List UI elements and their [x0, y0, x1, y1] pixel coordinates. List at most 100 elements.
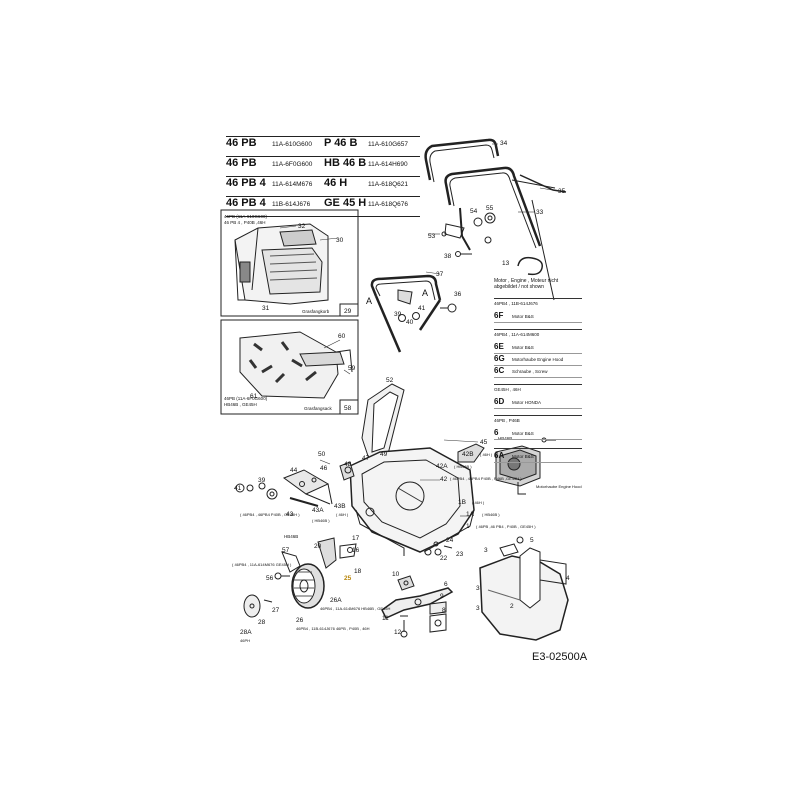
callout-12: 12 — [394, 629, 402, 636]
box-models: HB46B , GE45H — [224, 402, 257, 407]
axle-washer — [235, 482, 278, 500]
model-code: 11A-618Q676 — [368, 201, 408, 208]
grass-catcher-box — [220, 209, 359, 317]
callout-42: 42 — [440, 476, 448, 483]
callout-24: 24 — [446, 537, 454, 544]
legend-models: 46PB , P46B — [494, 418, 520, 423]
part-code: 6F — [494, 311, 504, 320]
callout-note: ( HB46B ) — [482, 512, 500, 517]
callout-39b: 39 — [258, 477, 266, 484]
axle-arm — [281, 537, 357, 573]
height-adjuster — [339, 461, 355, 481]
legend-header: Motor , Engine , Moteur nicht abgebildet… — [494, 278, 559, 290]
callout-3: 3 — [476, 585, 480, 592]
model-row: 46 PB 11A-6F0G600 HB 46 B 11A-614H690 — [226, 157, 420, 177]
cable-cover — [531, 199, 555, 301]
model-row: 46 PB 4 11B-614J676 GE 45 H 11A-618Q676 — [226, 197, 420, 217]
small-bolt — [274, 572, 290, 580]
callout-57: 57 — [282, 547, 290, 554]
callout-10: 10 — [392, 571, 400, 578]
legend-entry: 6D Motor HONDA — [494, 397, 582, 409]
callout-43a: 43A — [312, 507, 324, 514]
callout-note: ( HB46B ) — [454, 464, 472, 469]
screw — [455, 251, 472, 257]
callout-note: ( 46H ) — [336, 512, 349, 517]
model-name: 46 PB — [226, 137, 257, 149]
section-marker-a: A — [366, 296, 372, 306]
callout-25: 25 — [344, 575, 352, 582]
callout-28: 28 — [258, 619, 266, 626]
mower-deck — [349, 447, 475, 556]
wheel — [291, 563, 325, 609]
blade — [381, 587, 454, 619]
callout-45: 45 — [480, 439, 488, 446]
blade-bolt — [400, 615, 408, 638]
callout-8: 8 — [442, 607, 446, 614]
callout-43: 43 — [286, 511, 294, 518]
callout-60: 60 — [338, 333, 346, 340]
axle-bracket — [282, 469, 333, 507]
blade-adapter — [397, 575, 415, 591]
callout-41b: 41 — [234, 485, 242, 492]
box-number: 29 — [344, 308, 352, 315]
model-table: 46 PB 11A-610G600 P 46 B 11A-610G657 46 … — [226, 136, 420, 217]
callout-1: 1 — [466, 523, 470, 530]
callout-41: 41 — [418, 305, 426, 312]
part-desc: Motor B&S — [512, 345, 534, 350]
deflector-bracket — [499, 536, 524, 557]
callout-49: 49 — [380, 451, 388, 458]
model-row: 46 PB 4 11A-614M676 46 H 11A-618Q621 — [226, 177, 420, 197]
grass-catcher-basket — [234, 223, 329, 305]
callout-16: 16 — [352, 547, 360, 554]
callout-note: 46PB4 , 11A-614M676 HB46B , GE45H — [320, 606, 391, 611]
box-models: 46PB (11A-6F0G600) — [224, 396, 268, 401]
callout-32: 32 — [298, 223, 306, 230]
callout-23: 23 — [456, 551, 464, 558]
model-code: 11B-614J676 — [272, 201, 311, 208]
part-desc: Motor B&S — [512, 314, 534, 319]
callout-34: 34 — [500, 140, 508, 147]
callout-40: 40 — [406, 319, 414, 326]
part-code: 6G — [494, 354, 505, 363]
part-code: 6D — [494, 397, 505, 406]
part-desc: Motorhaube Engine Hood — [512, 357, 564, 362]
grass-bag-box — [220, 319, 359, 415]
legend-models: 46PB4 , 11A-614M600 — [494, 332, 540, 337]
callout-44: 44 — [290, 467, 298, 474]
part-desc: Motor B&S — [512, 431, 534, 436]
legend-group: GE45H , 46H 6D Motor HONDA — [494, 384, 582, 409]
callout-30: 30 — [336, 237, 344, 244]
callout-note: ( 46PB4 , 46PB4 P40B , GE45H ) — [240, 512, 300, 517]
callout-9: 9 — [440, 593, 444, 600]
callout-47: 47 — [362, 455, 370, 462]
callout-note: 46PH — [240, 638, 250, 643]
model-name: P 46 B — [324, 137, 358, 149]
model-code: 11A-614H690 — [368, 161, 408, 168]
engine-legend: Motor , Engine , Moteur nicht abgebildet… — [494, 278, 582, 463]
callout-note: ( 46PB ,46 PB4 , P40B , GE45H ) — [476, 524, 536, 529]
model-name: 46 PB 4 — [226, 197, 266, 209]
deck-nuts — [424, 541, 453, 556]
callout-note: ( 46PB4 , 11A-614M676 GE45H ) — [232, 562, 292, 567]
wheel-cap — [243, 594, 273, 618]
legend-group: 46PB , P46B 6 Motor B&S — [494, 415, 582, 440]
callout-48: 48 — [344, 461, 352, 468]
callout-42b: 42B — [462, 451, 474, 458]
model-note: HB46B — [498, 436, 512, 441]
engine-screw — [541, 437, 556, 443]
upper-handle — [424, 138, 567, 251]
callout-42a: 42A — [436, 463, 448, 470]
callout-33: 33 — [536, 209, 544, 216]
legend-models: 46PB4 , 11B-614J676 — [494, 301, 538, 306]
callout-26a: 26A — [330, 597, 342, 604]
legend-entry: 6F Motor B&S — [494, 311, 582, 323]
lower-handle — [370, 274, 442, 353]
callout-18: 18 — [354, 568, 362, 575]
callout-28a: 28A — [240, 629, 252, 636]
box-models: 46PB (11A-610G600) — [224, 214, 267, 219]
callout-note: 46PB4 , 11B-614J676 46PB , P40B , 46H — [296, 626, 370, 631]
legend-entry: 6A Motor B&S — [494, 451, 582, 463]
document-reference: E3-02500A — [532, 651, 588, 663]
callout-46: 46 — [320, 465, 328, 472]
model-code: 11A-610G657 — [368, 141, 408, 148]
